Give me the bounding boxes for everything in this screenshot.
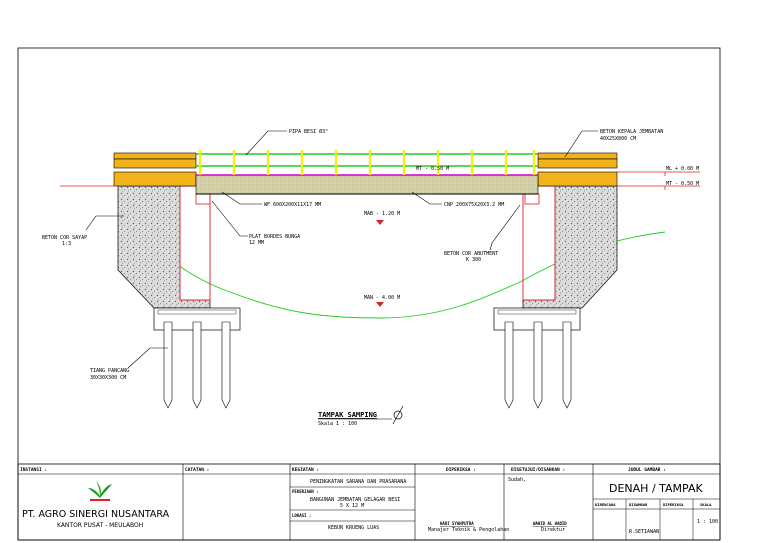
- label-beton-kepala-2: 40X25X800 CM: [600, 136, 636, 142]
- approver-name: WAHID AL HADID: [533, 521, 567, 526]
- instansi-label: INSTANSI :: [20, 467, 47, 473]
- disetujui-label: DISETUJUI/DISAHKAN :: [511, 467, 565, 473]
- label-beton-abutment-1: BETON COR ABUTMENT: [444, 251, 498, 257]
- label-beton-abutment-2: K 300: [466, 257, 481, 263]
- catatan-label: CATATAN :: [185, 467, 209, 473]
- company-logo: [88, 481, 112, 501]
- diperiksa-label: DIPERIKSA :: [446, 467, 476, 473]
- right-head-beam: [537, 158, 618, 169]
- company-name: PT. AGRO SINERGI NUSANTARA: [22, 509, 170, 520]
- kegiatan-value: PENINGKATAN SARANA DAN PRASARANA: [310, 479, 406, 485]
- label-mt: MT - 0.50 M: [666, 181, 699, 187]
- col-digambar: DIGAMBAR: [629, 502, 648, 507]
- label-tiang-2: 30X30X300 CM: [90, 375, 126, 381]
- view-title: TAMPAK SAMPING: [318, 411, 377, 419]
- bridge-deck: [195, 174, 539, 195]
- railing: [196, 150, 538, 175]
- approver-role: Direktur: [541, 527, 565, 533]
- lokasi-value: KEBUN KRUENG LUAS: [328, 525, 379, 531]
- pekerjaan-value-2: 5 X 12 M: [340, 503, 364, 509]
- label-plat-2: 12 MM: [249, 240, 264, 246]
- label-mab: MAB - 1.20 M: [364, 211, 400, 217]
- left-head-block: [113, 171, 197, 187]
- company-office: KANTOR PUSAT - MEULABOH: [57, 522, 143, 529]
- kegiatan-label: KEGIATAN :: [292, 467, 319, 473]
- label-beton-kepala-1: BETON KEPALA JEMBATAN: [600, 129, 663, 135]
- right-head-beam-top: [537, 152, 618, 160]
- left-abutment: [179, 185, 211, 301]
- title-block: [17, 463, 721, 541]
- label-mt-inner: MT - 0.50 M: [416, 166, 449, 172]
- label-tiang-1: TIANG PANCANG: [90, 368, 129, 374]
- label-ml: ML + 0.00 M: [666, 166, 699, 172]
- judul-label: JUDUL GAMBAR :: [628, 467, 666, 473]
- scale-value: 1 : 100: [697, 519, 718, 525]
- label-beton-sayap-2: 1:3: [62, 241, 71, 247]
- left-piles: [163, 321, 231, 409]
- judul-value: DENAH / TAMPAK: [609, 482, 703, 495]
- col-diperiksa: DIPERIKSA: [663, 502, 684, 507]
- pekerjaan-label: PEKERJAAN :: [292, 489, 319, 494]
- checker-role: Manajer Teknik & Pengolahan: [428, 527, 509, 533]
- label-plat-1: PLAT BORDES BUNGA: [249, 234, 300, 240]
- man-marker: [376, 302, 384, 307]
- approver-prefix: Sudah,: [508, 477, 526, 483]
- left-bearing: [195, 193, 211, 205]
- section-mark-icon: [392, 405, 404, 425]
- left-head-beam: [113, 158, 197, 169]
- right-piles: [504, 321, 572, 409]
- drawer-name: R.SETIAWAN: [629, 529, 659, 535]
- right-bearing: [524, 193, 540, 205]
- lokasi-label: LOKASI :: [292, 513, 311, 518]
- label-pipa-besi: PIPA BESI Ø3": [289, 128, 328, 135]
- mab-marker: [376, 220, 384, 225]
- label-cnp: CNP 200X75X20X3.2 MM: [444, 202, 504, 208]
- checker-name: HADI SYAHPUTRA: [440, 521, 474, 526]
- label-beton-sayap-1: BETON COR SAYAP: [42, 235, 87, 241]
- view-scale: Skala 1 : 100: [318, 421, 357, 427]
- right-head-block: [537, 171, 618, 187]
- leader-lines: [85, 130, 598, 369]
- col-direncana: DIRENCANA: [595, 502, 616, 507]
- label-wf: WF 600X200X11X17 MM: [264, 202, 321, 208]
- left-head-beam-top: [113, 152, 197, 160]
- col-skala: SKALA: [700, 502, 712, 507]
- pekerjaan-value-1: BANGUNAN JEMBATAN GELAGAR BESI: [310, 497, 400, 503]
- label-man: MAN - 4.00 M: [364, 295, 400, 301]
- sheet-border: [17, 47, 721, 541]
